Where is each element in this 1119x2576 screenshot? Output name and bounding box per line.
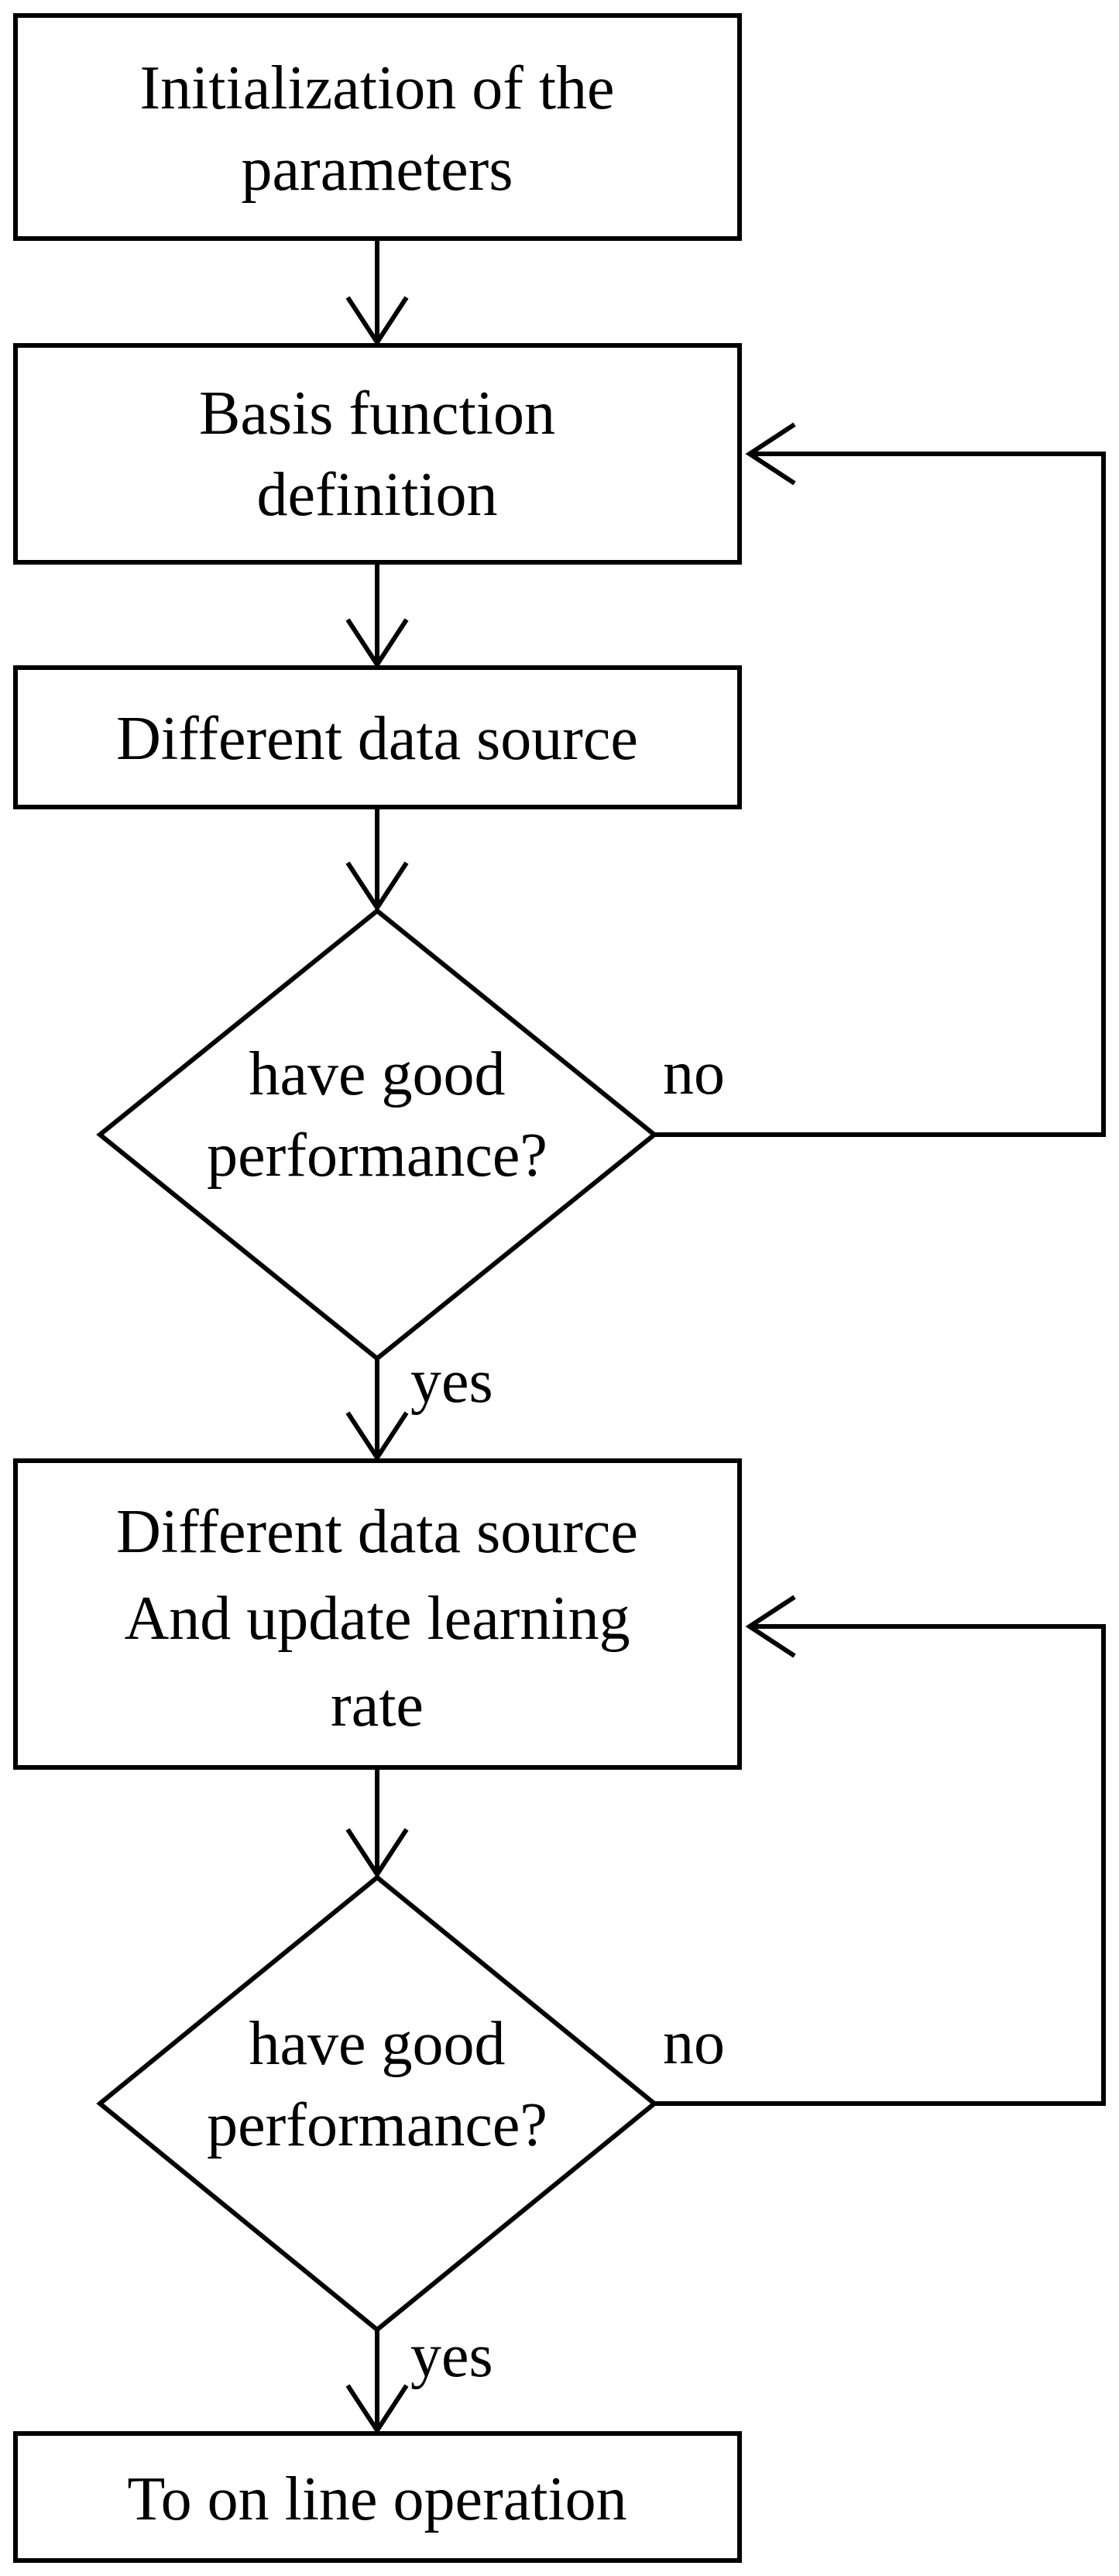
init-box-line-1: Initialization of the xyxy=(139,54,614,122)
decision-1-yes-label: yes xyxy=(410,1348,493,1416)
decision-1-line-2: performance? xyxy=(207,1121,547,1190)
arrow-data-source-2-to-decision-2 xyxy=(345,1767,409,1879)
basis-box-line-2: definition xyxy=(256,461,497,529)
data-source-2-line-3: rate xyxy=(331,1671,424,1740)
basis-box: Basis function definition xyxy=(13,343,742,565)
data-source-2-line-2: And update learning xyxy=(124,1585,630,1653)
loop-decision-1-no xyxy=(654,422,1106,1137)
decision-1-no-label: no xyxy=(663,1039,725,1108)
online-box-line-1: To on line operation xyxy=(127,2465,626,2533)
data-source-1-box: Different data source xyxy=(13,665,742,809)
init-box: Initialization of the parameters xyxy=(13,13,742,241)
basis-box-line-1: Basis function xyxy=(199,380,555,448)
decision-2-diamond: have good performance? xyxy=(96,1874,658,2333)
init-box-line-2: parameters xyxy=(242,136,513,204)
decision-1-diamond: have good performance? xyxy=(96,908,658,1362)
arrow-decision-1-yes xyxy=(345,1358,409,1462)
data-source-1-line-1: Different data source xyxy=(116,705,638,773)
decision-2-yes-label: yes xyxy=(410,2322,493,2390)
arrow-data-source-1-to-decision-1 xyxy=(345,807,409,912)
online-box: To on line operation xyxy=(13,2431,742,2563)
data-source-2-box: Different data source And update learnin… xyxy=(13,1458,742,1770)
decision-2-no-label: no xyxy=(663,2009,725,2077)
loop-decision-2-no xyxy=(654,1595,1106,2106)
arrow-decision-2-yes xyxy=(345,2330,409,2435)
decision-2-line-1: have good xyxy=(249,2010,505,2078)
decision-1-line-1: have good xyxy=(249,1040,505,1108)
decision-2-line-2: performance? xyxy=(207,2091,547,2159)
data-source-2-line-1: Different data source xyxy=(116,1498,638,1566)
arrow-init-to-basis xyxy=(345,239,409,347)
arrow-basis-to-data-source-1 xyxy=(345,562,409,669)
